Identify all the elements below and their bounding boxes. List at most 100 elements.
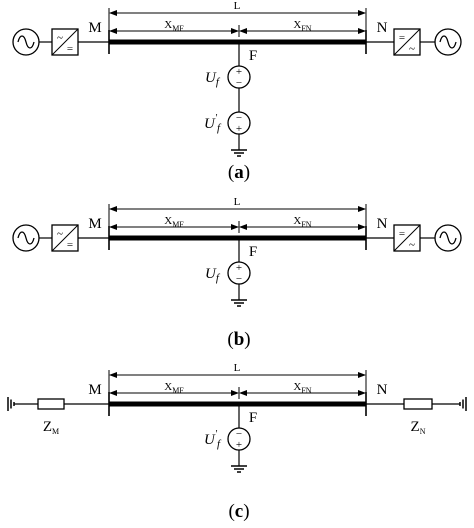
segment-fn-label-base: X <box>293 215 301 227</box>
right-ground-icon <box>459 397 467 411</box>
panel-caption-letter: c <box>235 501 243 522</box>
end-label-m: M <box>88 216 101 232</box>
segment-mf-label: XMF <box>164 381 184 395</box>
fault-source-label-0-symbol: U <box>205 266 217 282</box>
right-impedance-label: ZN <box>411 419 426 436</box>
fault-ground-icon <box>231 299 247 307</box>
left-converter-icon-diagonal <box>51 28 79 56</box>
left-ground-icon <box>7 397 15 411</box>
fault-dc-source-icon-0-bottom-sign: + <box>236 439 242 451</box>
right-converter-icon-diagonal <box>393 224 421 252</box>
segment-fn-label-sub: FN <box>301 386 311 395</box>
segment-mf-label-base: X <box>164 215 172 227</box>
segment-mf-label: XMF <box>164 215 184 229</box>
segment-fn-label: XFN <box>293 215 311 229</box>
fault-source-label-1: U'f <box>204 113 222 134</box>
panel-caption: (b) <box>227 329 250 350</box>
end-label-n: N <box>377 382 388 398</box>
panel-caption-letter: a <box>234 162 244 183</box>
fault-source-label-0-symbol: U <box>204 432 216 448</box>
fault-ground-icon <box>231 149 247 157</box>
right-ac-source-icon-sine <box>439 35 457 49</box>
left-converter-icon-sym-bottom: = <box>67 239 73 251</box>
fault-label: F <box>249 244 257 260</box>
panel-caption-letter: b <box>234 329 245 350</box>
fault-dc-source-icon-0-top-sign: + <box>236 66 242 78</box>
fault-ground-icon <box>231 465 247 473</box>
right-ac-source-icon <box>434 28 462 56</box>
fault-dc-source-icon-1-bottom-sign: + <box>236 123 242 135</box>
fault-dc-source-icon-0-bottom-sign: − <box>236 273 242 285</box>
fault-dc-source-icon-0: +− <box>227 261 251 285</box>
right-converter-icon-diagonal <box>393 28 421 56</box>
fault-source-label-0-sub: f <box>217 438 222 450</box>
left-converter-icon: ~= <box>51 224 79 252</box>
left-ac-source-icon <box>12 28 40 56</box>
segment-mf-label-sub: MF <box>172 24 184 33</box>
length-label: L <box>234 196 241 208</box>
segment-mf-label-base: X <box>164 19 172 31</box>
fault-source-label-0: Uf <box>205 70 221 88</box>
right-ac-source-icon-sine <box>439 231 457 245</box>
fault-dc-source-icon-0: +− <box>227 65 251 89</box>
segment-mf-label: XMF <box>164 19 184 33</box>
left-converter-icon-diagonal <box>51 224 79 252</box>
segment-fn-label: XFN <box>293 19 311 33</box>
fault-label: F <box>249 410 257 426</box>
end-label-m: M <box>88 382 101 398</box>
left-converter-icon: ~= <box>51 28 79 56</box>
left-converter-icon-sym-top: ~ <box>57 32 63 44</box>
right-converter-icon: =~ <box>393 224 421 252</box>
end-label-n: N <box>377 20 388 36</box>
segment-mf-label-sub: MF <box>172 220 184 229</box>
segment-mf-label-base: X <box>164 381 172 393</box>
end-label-m: M <box>88 20 101 36</box>
fault-source-label-1-sub: f <box>217 122 222 134</box>
fault-source-label-0: U'f <box>204 429 222 450</box>
segment-fn-label: XFN <box>293 381 311 395</box>
left-converter-icon-sym-bottom: = <box>67 43 73 55</box>
right-ac-source-icon <box>434 224 462 252</box>
fault-source-label-0-sub: f <box>216 272 221 284</box>
segment-fn-label-base: X <box>293 19 301 31</box>
left-impedance-label-base: Z <box>43 419 52 435</box>
left-impedance-label-sub: M <box>52 427 59 436</box>
fault-source-label-0: Uf <box>205 266 221 284</box>
left-ac-source-icon-sine <box>17 35 35 49</box>
right-converter-icon-sym-bottom: ~ <box>409 239 415 251</box>
segment-mf-label-sub: MF <box>172 386 184 395</box>
right-converter-icon-sym-top: = <box>399 228 405 240</box>
segment-fn-label-sub: FN <box>301 220 311 229</box>
left-impedance-label: ZM <box>43 419 59 436</box>
fault-source-label-0-prime: ' <box>215 429 218 440</box>
fault-dc-source-icon-0: −+ <box>227 427 251 451</box>
segment-fn-label-base: X <box>293 381 301 393</box>
fault-dc-source-icon-0-top-sign: − <box>236 428 242 440</box>
left-ac-source-icon <box>12 224 40 252</box>
right-converter-icon: =~ <box>393 28 421 56</box>
left-impedance-resistor <box>37 398 65 410</box>
length-label: L <box>234 0 241 12</box>
fault-dc-source-icon-0-bottom-sign: − <box>236 77 242 89</box>
right-converter-icon-sym-top: = <box>399 32 405 44</box>
fault-source-label-0-symbol: U <box>205 70 217 86</box>
left-ac-source-icon-sine <box>17 231 35 245</box>
right-impedance-label-base: Z <box>411 419 420 435</box>
right-converter-icon-sym-bottom: ~ <box>409 43 415 55</box>
right-impedance-resistor <box>403 398 433 410</box>
left-converter-icon-sym-top: ~ <box>57 228 63 240</box>
segment-fn-label-sub: FN <box>301 24 311 33</box>
panel-caption: (a) <box>228 162 250 183</box>
fault-dc-source-icon-1-top-sign: − <box>236 112 242 124</box>
fault-dc-source-icon-1: −+ <box>227 111 251 135</box>
fault-source-label-0-sub: f <box>216 76 221 88</box>
right-impedance-label-sub: N <box>420 427 426 436</box>
fault-dc-source-icon-0-top-sign: + <box>236 262 242 274</box>
fault-source-label-1-symbol: U <box>204 116 216 132</box>
length-label: L <box>234 362 241 374</box>
fault-label: F <box>249 48 257 64</box>
